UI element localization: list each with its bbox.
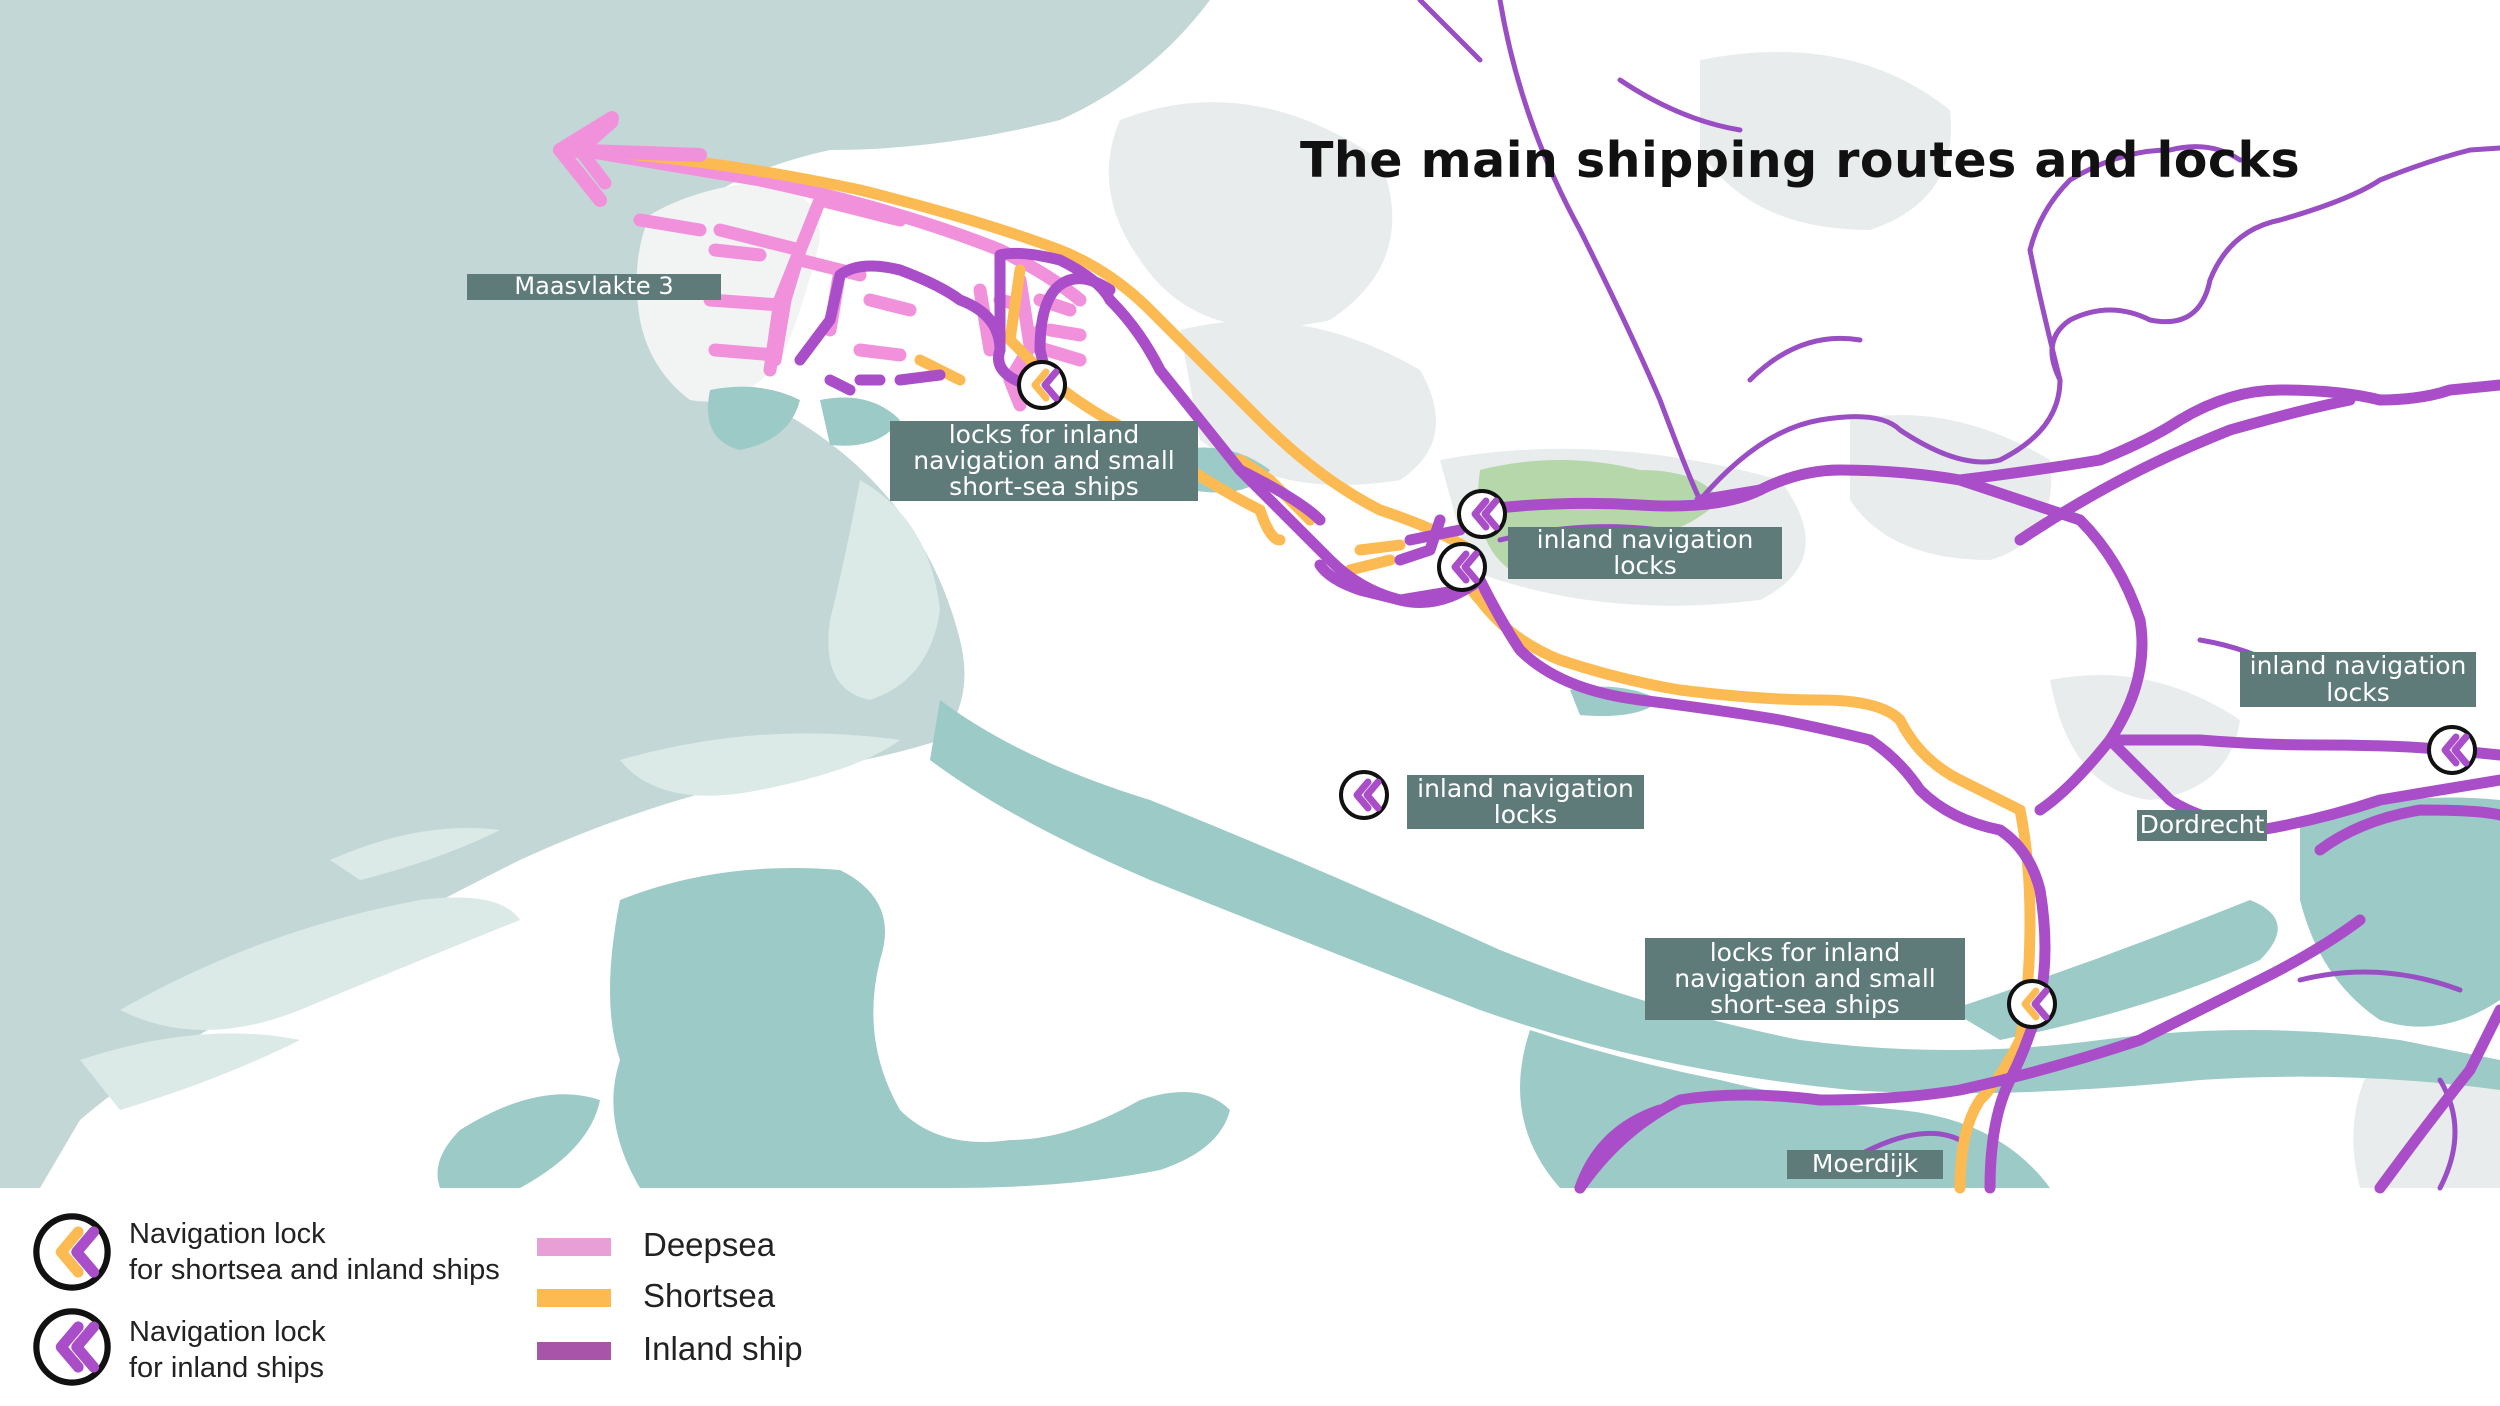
- label-lock-center-line-1: inland navigation: [1536, 524, 1754, 554]
- map-title: The main shipping routes and locks: [1300, 132, 2301, 189]
- lock-icon-right: [2429, 727, 2475, 773]
- legend-lock-inland-line-2: for inland ships: [129, 1352, 325, 1385]
- label-lock-moerdijk-line-3: short-sea ships: [1710, 990, 1900, 1020]
- label-lock-moerdijk: locks for inland navigation and small sh…: [1645, 938, 1965, 1020]
- legend-swatch-inland: [537, 1342, 611, 1360]
- label-lock-west: locks for inland navigation and small sh…: [890, 421, 1198, 501]
- label-lock-right-line-1: inland navigation: [2249, 651, 2467, 681]
- label-dordrecht-text: Dordrecht: [2139, 810, 2265, 840]
- lock-icon-center-1: [1459, 491, 1505, 537]
- label-lock-south-line-2: locks: [1493, 800, 1558, 829]
- label-lock-west-line-1: locks for inland: [948, 419, 1140, 449]
- label-lock-center: inland navigation locks: [1508, 524, 1782, 580]
- label-lock-south-line-1: inland navigation: [1417, 773, 1634, 803]
- legend-swatch-deepsea: [537, 1238, 611, 1256]
- lock-icon-center-2: [1439, 544, 1485, 590]
- legend-lock-inland-icon: [36, 1311, 107, 1382]
- legend-label-inland: Inland ship: [643, 1330, 803, 1367]
- label-lock-south: inland navigation locks: [1407, 775, 1644, 829]
- legend-background: [0, 1188, 2500, 1406]
- label-lock-center-line-2: locks: [1613, 551, 1677, 580]
- label-lock-west-line-2: navigation and small: [913, 445, 1175, 475]
- legend-lock-mixed-line-1: Navigation lock: [129, 1218, 326, 1250]
- legend-lock-inland-text: Navigation lock for inland ships: [129, 1314, 326, 1387]
- sea-route-arrow: [553, 111, 707, 207]
- label-maasvlakte: Maasvlakte 3: [467, 274, 721, 300]
- label-lock-moerdijk-line-2: navigation and small: [1674, 963, 1936, 993]
- lock-icon-west: [1019, 362, 1065, 408]
- legend-lock-mixed-text: Navigation lock for shortsea and inland …: [129, 1216, 500, 1289]
- legend-lock-mixed-icon: [36, 1216, 107, 1287]
- legend-lock-mixed-line-2: for shortsea and inland ships: [129, 1254, 500, 1287]
- urban-areas: [1108, 51, 2500, 1188]
- label-maasvlakte-text: Maasvlakte 3: [514, 272, 674, 301]
- lock-icon-south: [1341, 772, 1387, 818]
- label-lock-right: inland navigation locks: [2240, 652, 2476, 707]
- lock-icon-moerdijk: [2009, 981, 2055, 1027]
- label-lock-right-line-2: locks: [2326, 677, 2390, 707]
- sandbanks: [80, 480, 940, 1110]
- legend-lock-inland-line-1: Navigation lock: [129, 1316, 326, 1348]
- label-lock-west-line-3: short-sea ships: [949, 472, 1139, 502]
- north-sea: [0, 0, 1210, 1188]
- legend-label-deepsea: Deepsea: [643, 1226, 776, 1263]
- label-moerdijk: Moerdijk: [1787, 1150, 1943, 1179]
- legend-label-shortsea: Shortsea: [643, 1277, 776, 1314]
- label-lock-moerdijk-line-1: locks for inland: [1709, 937, 1901, 967]
- label-dordrecht: Dordrecht: [2137, 810, 2267, 841]
- legend-swatch-shortsea: [537, 1289, 611, 1307]
- label-moerdijk-text: Moerdijk: [1811, 1149, 1919, 1179]
- deepsea-routes: [573, 115, 1087, 412]
